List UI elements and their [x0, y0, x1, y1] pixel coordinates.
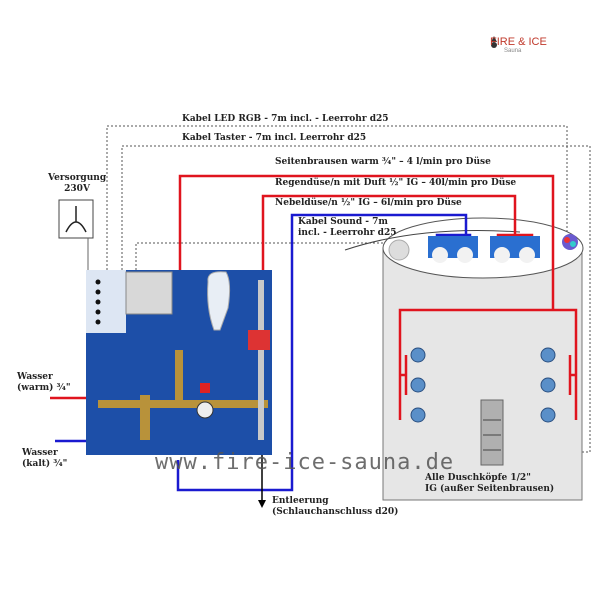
- fire-ice-logo: FIRE & ICE Sauna: [490, 36, 547, 54]
- label-cable-taster: Kabel Taster - 7m incl. Leerrohr d25: [182, 133, 367, 143]
- cable-led-line: [106, 125, 568, 270]
- pipe-side-showers: [178, 174, 578, 420]
- cable-sound-dotted: [135, 242, 392, 270]
- speaker-icon: [388, 239, 410, 261]
- switch-panel: [480, 399, 504, 466]
- label-side-showers: Seitenbrausen warm ¾" – 4 l/min pro Düse: [275, 157, 491, 167]
- pipe-rain: [261, 194, 517, 270]
- label-rain-nozzle: Regendüse/n mit Duft ½" IG – 40l/min pro…: [275, 178, 517, 188]
- control-panel-photo: [86, 270, 272, 455]
- label-drain: Entleerung (Schlauchanschluss d20): [272, 496, 399, 517]
- label-shower-heads: Alle Duschköpfe 1/2" IG (außer Seitenbra…: [425, 473, 555, 494]
- label-water-cold: Wasser (kalt) ¾": [22, 448, 68, 469]
- label-cable-sound: Kabel Sound - 7m incl. - Leerrohr d25: [298, 217, 397, 238]
- watermark: www.fire-ice-sauna.de: [155, 450, 455, 475]
- label-water-warm: Wasser (warm) ¾": [17, 372, 71, 393]
- cabin-ceiling: [382, 217, 584, 279]
- label-cable-led: Kabel LED RGB - 7m incl. - Leerrohr d25: [182, 114, 389, 124]
- label-mist-nozzle: Nebeldüse/n ½" IG – 6l/min pro Düse: [275, 198, 462, 208]
- label-supply: Versorgung 230V: [48, 173, 107, 194]
- rgb-led-icon: [562, 234, 578, 250]
